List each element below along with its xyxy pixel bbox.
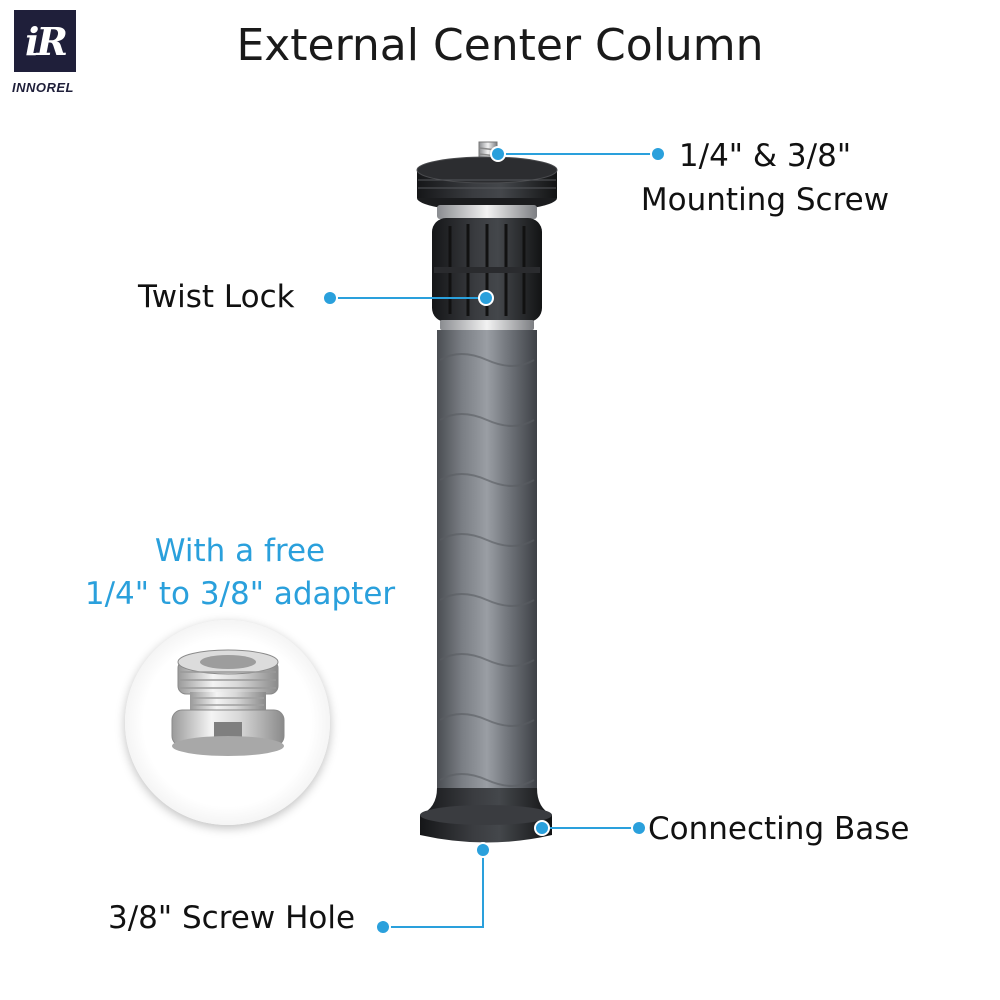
twist-lock-leader: [330, 297, 486, 299]
top-plate: [416, 156, 558, 211]
connecting-base-part: [420, 788, 552, 843]
twist-lock-dot-start: [324, 292, 336, 304]
logo-name: INNOREL: [12, 80, 74, 95]
mounting-screw-label-line2: Mounting Screw: [640, 182, 890, 218]
mounting-screw-label: 1/4" & 3/8" Mounting Screw: [620, 134, 910, 222]
carbon-fiber-tube: [437, 330, 537, 800]
mounting-screw-dot-start: [492, 148, 504, 160]
twist-lock-dot-end: [480, 292, 492, 304]
twist-lock-collar: [432, 218, 542, 322]
connecting-base-label: Connecting Base: [648, 811, 910, 847]
lower-metal-ring: [440, 320, 534, 330]
upper-metal-ring: [437, 205, 537, 219]
screw-hole-leader-vertical: [482, 850, 484, 927]
brand-logo: iR INNOREL: [12, 8, 88, 100]
screw-hole-dot-start: [477, 844, 489, 856]
connecting-base-dot-end: [633, 822, 645, 834]
logo-mark-box: iR: [14, 10, 76, 72]
page-title: External Center Column: [236, 20, 764, 71]
screw-hole-dot-end: [377, 921, 389, 933]
connecting-base-leader: [542, 827, 639, 829]
free-adapter-promo: With a free 1/4" to 3/8" adapter: [40, 530, 440, 616]
screw-hole-label: 3/8" Screw Hole: [108, 900, 356, 936]
twist-lock-label: Twist Lock: [138, 279, 295, 315]
screw-hole-leader-horizontal: [383, 926, 484, 928]
promo-line-1: With a free: [154, 533, 326, 569]
logo-mark: iR: [24, 18, 68, 64]
adapter-illustration: [171, 649, 285, 756]
mounting-screw-label-line1: 1/4" & 3/8": [678, 138, 852, 174]
connecting-base-dot-start: [536, 822, 548, 834]
promo-line-2: 1/4" to 3/8" adapter: [84, 576, 396, 612]
mounting-screw-dot-end: [652, 148, 664, 160]
mounting-screw-leader: [497, 153, 658, 155]
